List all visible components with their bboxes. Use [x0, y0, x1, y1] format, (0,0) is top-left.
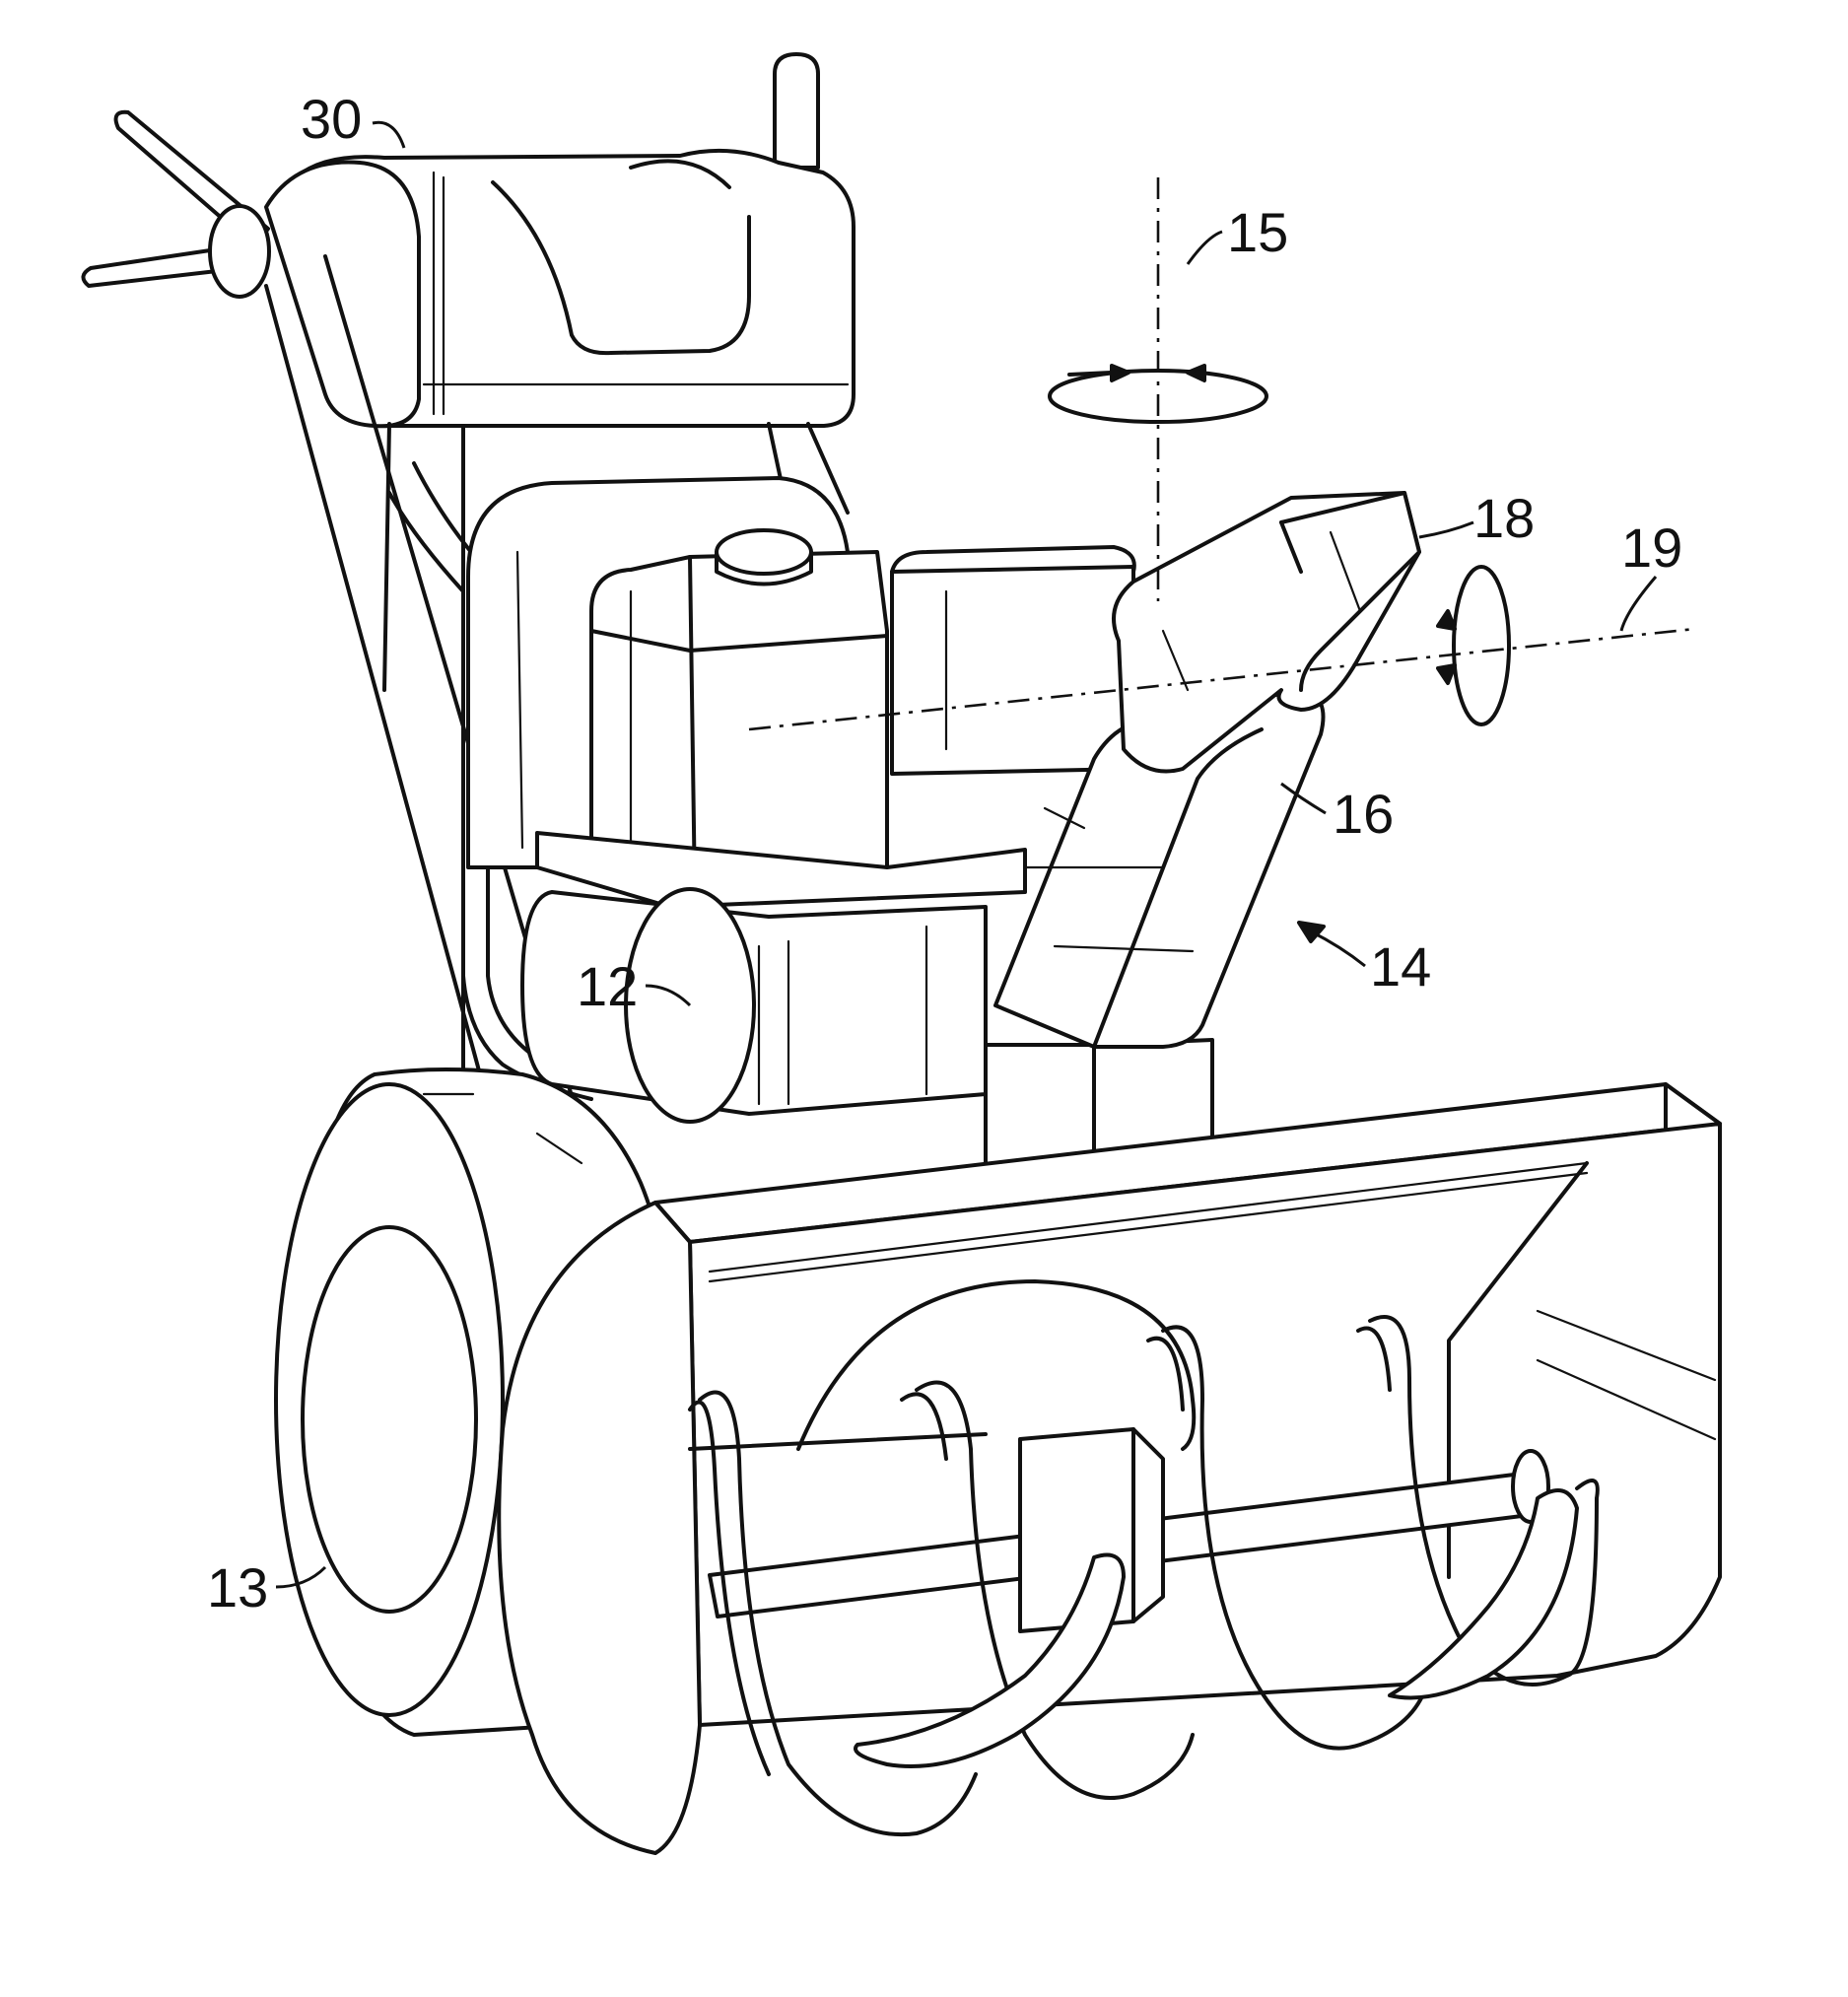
- ref-30-label: 30: [301, 88, 362, 150]
- ref-14-label: 14: [1370, 935, 1431, 998]
- ref-12-label: 12: [577, 955, 638, 1017]
- ref-19-label: 19: [1621, 516, 1682, 579]
- ref-13-label: 13: [207, 1556, 268, 1618]
- fuel-tank: [591, 530, 887, 895]
- ref-16-label: 16: [1333, 783, 1394, 845]
- ref-18-label: 18: [1473, 487, 1535, 549]
- ref-15-label: 15: [1227, 201, 1288, 263]
- control-panel-30: [266, 151, 854, 426]
